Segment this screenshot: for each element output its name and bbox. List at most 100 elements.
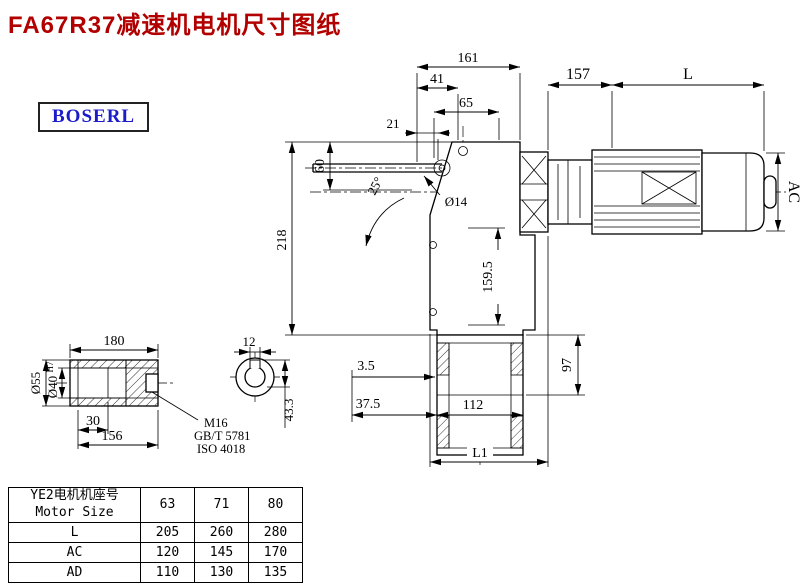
dim-97-label: 97	[560, 358, 575, 372]
dimension-156: 156	[77, 410, 159, 449]
coupling-housing	[547, 159, 593, 225]
flange-hatch-tr	[510, 342, 524, 376]
thread-leader	[151, 391, 199, 421]
dim-41-label: 41	[430, 72, 444, 87]
flange-bore-lines	[520, 183, 548, 201]
dim-AC-label: AC	[785, 181, 800, 203]
dimension-41: 41	[417, 72, 459, 140]
motor	[591, 149, 777, 235]
row-label-AD: AD	[8, 561, 141, 583]
flange-plate	[519, 151, 549, 233]
shaft-bore-circle	[244, 366, 266, 388]
dim-37-5-label: 37.5	[356, 397, 381, 412]
witness-L1	[429, 236, 549, 467]
dimension-97: 97	[526, 334, 585, 396]
table-header-row: YE2电机机座号 Motor Size 63 71 80	[8, 487, 303, 523]
frame-size-63: 63	[140, 487, 195, 523]
housing-outline	[429, 141, 536, 336]
dimension-21: 21	[387, 116, 450, 160]
thread-note: M16 GB/T 5781 ISO 4018	[151, 391, 250, 456]
input-shaft-boss	[433, 159, 451, 177]
value-AD-71: 130	[194, 561, 249, 583]
dim-3-5-label: 3.5	[357, 359, 375, 374]
table-header-cn: YE2电机机座号	[30, 488, 119, 503]
dimension-12: 12	[234, 334, 276, 358]
shaft-end-view: 12 43.3	[230, 334, 296, 428]
value-AD-80: 135	[248, 561, 303, 583]
dim-156-label: 156	[102, 429, 123, 444]
dimension-AC: AC	[766, 152, 800, 232]
dimension-dia14: Ø14	[423, 175, 474, 209]
standard-gb-label: GB/T 5781	[194, 429, 250, 443]
dim-159-5-bg	[484, 250, 499, 304]
row-label-L: L	[8, 521, 141, 543]
value-AC-63: 120	[140, 541, 195, 563]
shaft-wall-hatch-bottom	[69, 397, 127, 407]
shaft-wall-hatch-top	[69, 359, 127, 369]
dim-161-label: 161	[458, 51, 479, 66]
flange-hatch-bl	[436, 415, 450, 449]
side-bolt-hole-1	[429, 241, 437, 249]
page-title: FA67R37减速机电机尺寸图纸	[8, 12, 342, 39]
dimension-180: 180	[69, 334, 159, 358]
dim-dia14-label: Ø14	[445, 194, 468, 209]
motor-rotor-box	[641, 171, 697, 205]
table-row-AC: AC 120 145 170	[8, 541, 303, 563]
dia14-label-bg	[438, 195, 474, 208]
thread-hole	[145, 373, 159, 393]
dimension-65: 65	[433, 96, 500, 158]
frame-size-71: 71	[194, 487, 249, 523]
dim-157-label: 157	[566, 66, 590, 83]
fan-cover	[701, 152, 765, 232]
witness-157	[547, 91, 613, 150]
flange-hatch-br	[510, 415, 524, 449]
brand-logo: BOSERL	[38, 102, 150, 132]
dim-60-label: 60	[313, 159, 328, 173]
keyway-slot	[249, 359, 261, 368]
dim-30-label: 30	[86, 414, 100, 429]
dim-65-label: 65	[459, 96, 473, 111]
dimension-60: 60	[313, 142, 412, 191]
input-shaft-lines	[312, 163, 442, 173]
dim-180-label: 180	[104, 334, 125, 349]
shaft-detail-view: 180 Ø55 Ø40 H7 30 156	[28, 334, 250, 456]
dim-43-3-label: 43.3	[281, 399, 296, 422]
motor-flange	[519, 151, 593, 233]
motor-size-table: YE2电机机座号 Motor Size 63 71 80 L 205 260 2…	[8, 487, 303, 583]
dimension-30: 30	[77, 402, 109, 434]
input-shaft-boss-center	[438, 164, 446, 172]
value-AC-80: 170	[248, 541, 303, 563]
dim-L1-bg	[467, 447, 493, 460]
dimension-L: L	[612, 66, 765, 151]
flange-hatch-tl	[436, 342, 450, 376]
dim-angle-label: 25°	[364, 174, 386, 197]
dim-112-label: 112	[463, 398, 483, 413]
dim-112-bg	[457, 399, 489, 411]
table-header-en: Motor Size	[35, 504, 114, 520]
dim-21-label: 21	[387, 116, 400, 131]
dimension-dia55: Ø55	[28, 359, 70, 407]
angle-arc	[365, 197, 405, 247]
motor-rotor-diagonals	[641, 171, 697, 205]
witness-97	[526, 334, 585, 396]
dim-218-label: 218	[275, 230, 290, 251]
dimension-159-5: 159.5	[468, 227, 505, 326]
dim-dia55-label: Ø55	[28, 372, 43, 394]
thread-label: M16	[204, 416, 228, 430]
dimension-dia40: Ø40 H7	[45, 361, 70, 399]
coupling-steps	[557, 160, 581, 224]
fan-cover-endcap	[763, 175, 777, 209]
value-AC-71: 145	[194, 541, 249, 563]
dimension-3-5: 3.5	[352, 359, 435, 381]
table-row-AD: AD 110 130 135	[8, 561, 303, 583]
dim-dia40-label: Ø40	[45, 376, 60, 398]
dim-159-5-label: 159.5	[481, 261, 496, 293]
dim-L1-label: L1	[472, 446, 488, 461]
dimension-43-3: 43.3	[262, 359, 296, 428]
witness-65	[433, 118, 500, 158]
dimension-L1: L1	[429, 236, 549, 467]
dim-L-label: L	[683, 66, 693, 83]
dimension-112: 112	[437, 398, 523, 419]
